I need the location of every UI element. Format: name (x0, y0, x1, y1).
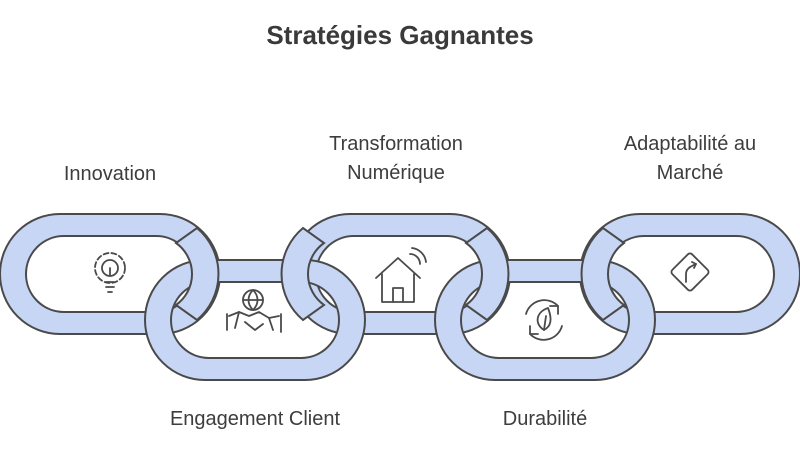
label-innovation: Innovation (63, 163, 157, 185)
handshake-globe-icon (226, 289, 282, 333)
interlock-segment-adaptabilite (580, 226, 626, 322)
interlock-segment-transformation-right (464, 226, 510, 322)
recycle-leaf-icon (525, 299, 563, 341)
label-durabilite: Durabilité (502, 408, 588, 430)
lightbulb-gear-icon (94, 252, 126, 293)
diagram-title: Stratégies Gagnantes (266, 20, 534, 50)
interlock-segment-innovation (174, 226, 220, 322)
chain-link-durabilite (434, 259, 656, 381)
interlock-segment-transformation-left (280, 226, 326, 322)
smart-home-icon (375, 247, 427, 303)
chain-link-engagement-client (144, 259, 366, 381)
road-sign-turn-icon (670, 252, 710, 292)
label-engagement-client: Engagement Client (169, 408, 341, 430)
